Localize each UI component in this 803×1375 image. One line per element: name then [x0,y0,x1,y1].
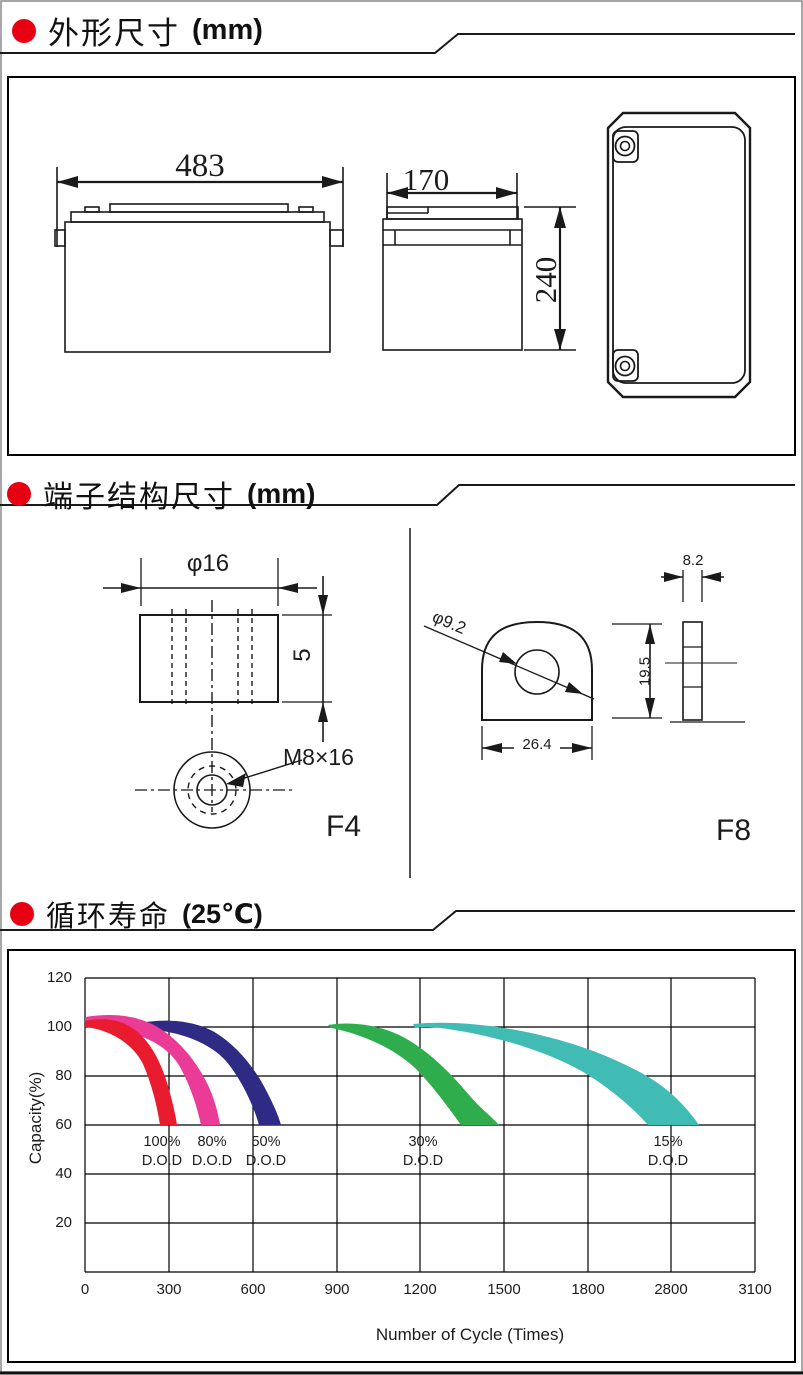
dim-front-width-label: 483 [175,148,225,184]
band-50pct-dod [140,1020,281,1125]
section1-title: 外形尺寸 [48,16,180,51]
x-tick-300: 300 [156,1281,182,1298]
f8-thickness-label: 8.2 [682,552,704,569]
section-header-cycle-life: 循环寿命 (25℃) [10,893,263,935]
dim-side-height-label: 240 [528,256,563,304]
dim-arrow [554,207,566,228]
section3-temp: (25℃) [182,898,263,929]
dod-sub: D.O.D [141,1153,183,1169]
y-tick-100: 100 [46,1018,72,1035]
section2-unit: (mm) [247,478,316,509]
cycle-life-chart-box [7,949,796,1363]
battery-top-view [606,111,752,399]
section1-unit: (mm) [192,14,263,46]
band-100pct-dod [85,1019,177,1125]
dod-label-30: 30% D.O.D [386,1133,460,1171]
y-tick-60: 60 [55,1116,72,1133]
f8-height-label: 19.5 [636,656,654,687]
x-tick-600: 600 [240,1281,266,1298]
dod-pct: 30% [408,1134,438,1150]
dim-arrow [702,572,721,582]
dod-label-15: 15% D.O.D [631,1133,705,1171]
red-bullet-icon [7,482,31,506]
dod-sub: D.O.D [402,1153,444,1169]
dim-arrow [482,743,502,753]
section-header-outline-dimensions: 外形尺寸 (mm) [12,8,263,53]
x-tick-3100: 3100 [738,1281,772,1298]
x-tick-1500: 1500 [487,1281,521,1298]
leader-arrow [499,652,517,664]
x-tick-0: 0 [80,1281,90,1298]
dim-side-width-label: 170 [402,162,450,197]
battery-side-view [382,173,576,351]
dod-sub: D.O.D [191,1153,233,1169]
header3-rule [0,910,795,931]
leader-arrow [565,682,583,694]
x-tick-2800: 2800 [654,1281,688,1298]
dim-arrow [322,176,343,188]
band-30pct-dod [328,1023,499,1125]
header2-rule [0,484,795,506]
dim-arrow [278,583,298,593]
x-axis-title: Number of Cycle (Times) [375,1325,565,1344]
section2-title: 端子结构尺寸 [43,481,235,514]
f8-base-width-label: 26.4 [514,736,560,753]
f4-type-label: F4 [326,810,362,843]
dod-pct: 50% [251,1134,281,1150]
dim-arrow [645,624,655,644]
dim-arrow [572,743,592,753]
dim-arrow [645,698,655,718]
dim-arrow [554,329,566,350]
chart-capacity-bands [85,1015,699,1125]
dod-pct: 100% [143,1134,181,1150]
dim-arrow [318,702,328,722]
section3-title: 循环寿命 [46,901,171,933]
dim-arrow [121,583,141,593]
header1-rule [0,33,795,54]
dod-pct: 15% [653,1134,683,1150]
dod-label-80: 80% D.O.D [175,1133,249,1171]
outline-drawing-box [7,76,796,456]
f4-thread-label: M8×16 [283,744,354,770]
y-axis-title: Capacity(%) [26,1071,45,1165]
dod-sub: D.O.D [245,1153,287,1169]
f4-height-label: 5 [289,648,316,662]
f4-diameter-label: φ16 [186,550,230,577]
dod-sub: D.O.D [647,1153,689,1169]
leader-arrow [226,773,246,787]
y-tick-120: 120 [46,969,72,986]
x-tick-900: 900 [324,1281,350,1298]
f8-terminal-drawing [423,570,745,760]
dim-arrow [496,187,517,199]
red-bullet-icon [10,902,34,926]
y-tick-40: 40 [55,1165,72,1182]
dim-arrow [387,187,408,199]
x-tick-1800: 1800 [571,1281,605,1298]
x-tick-1200: 1200 [403,1281,437,1298]
dod-label-100: 100% D.O.D [125,1133,199,1171]
dim-arrow [664,572,683,582]
band-15pct-dod [413,1022,699,1125]
dod-pct: 80% [197,1134,227,1150]
y-tick-20: 20 [55,1214,72,1231]
dod-label-50: 50% D.O.D [229,1133,303,1171]
y-tick-80: 80 [55,1067,72,1084]
dim-arrow [318,595,328,615]
f8-type-label: F8 [716,814,752,847]
f4-terminal-drawing [103,558,332,829]
red-bullet-icon [12,18,36,43]
battery-front-view [54,167,344,353]
section-header-terminal-dimensions: 端子结构尺寸 (mm) [7,472,315,516]
dim-arrow [57,176,78,188]
